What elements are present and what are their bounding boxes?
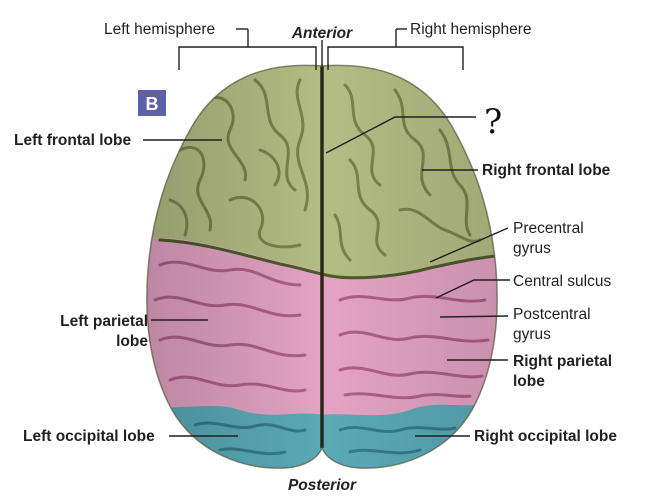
postcentral-gyrus-label-2: gyrus [513,326,551,343]
right-frontal-lobe-label: Right frontal lobe [482,162,611,179]
question-mark: ? [484,102,502,142]
postcentral-gyrus-label-1: Postcentral [513,306,591,323]
left-hemisphere-label: Left hemisphere [104,21,215,38]
hemisphere-brackets [178,28,464,70]
right-parietal-lobe-label-2: lobe [513,373,545,390]
right-hemisphere-label: Right hemisphere [410,21,531,38]
panel-badge: B [138,90,166,116]
posterior-label: Posterior [288,477,357,494]
right-parietal-lobe-label-1: Right parietal [513,353,612,370]
precentral-gyrus-label-2: gyrus [513,240,551,257]
left-frontal-lobe-label: Left frontal lobe [14,132,131,149]
precentral-gyrus-label-1: Precentral [513,220,584,237]
left-parietal-lobe-label-1: Left parietal [60,313,148,330]
question-leader [325,116,476,154]
left-occipital-lobe-label: Left occipital lobe [23,428,155,445]
left-parietal-lobe-label-2: lobe [116,333,148,350]
central-sulcus-label: Central sulcus [513,273,611,290]
anterior-label: Anterior [291,25,353,42]
svg-text:B: B [146,94,159,114]
right-occipital-lobe-label: Right occipital lobe [474,428,617,445]
brain [146,64,498,469]
